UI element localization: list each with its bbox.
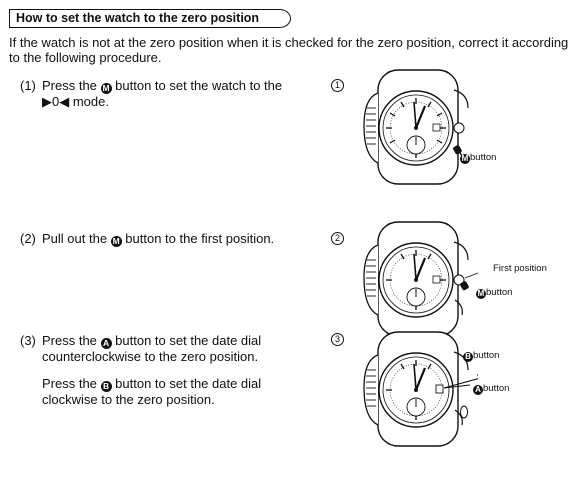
- step-number: (3): [20, 333, 36, 348]
- step-number: (2): [20, 231, 36, 246]
- watch-figure-2: [363, 221, 478, 337]
- m-button-icon: M: [100, 83, 112, 94]
- watch-illustration-icon: [363, 221, 469, 337]
- watch-illustration-icon: [363, 331, 469, 447]
- b-button-icon: B: [463, 352, 473, 362]
- figure-marker-3: 3: [331, 333, 344, 346]
- watch-figure-1: [363, 69, 469, 185]
- a-button-icon: A: [100, 338, 112, 349]
- a-button-icon: A: [473, 385, 483, 395]
- intro-paragraph: If the watch is not at the zero position…: [9, 35, 569, 65]
- figure-marker-1: 1: [331, 79, 344, 92]
- m-button-icon: M: [110, 236, 122, 247]
- watch-figure-3: [363, 331, 478, 447]
- b-button-icon: B: [100, 381, 112, 392]
- section-title: How to set the watch to the zero positio…: [9, 9, 291, 28]
- figure-marker-2: 2: [331, 232, 344, 245]
- m-button-icon: M: [476, 289, 486, 299]
- watch-illustration-icon: [363, 69, 469, 185]
- fig2-first-position-label: First position: [493, 263, 547, 274]
- m-button-icon: M: [460, 154, 470, 164]
- step-number: (1): [20, 78, 36, 93]
